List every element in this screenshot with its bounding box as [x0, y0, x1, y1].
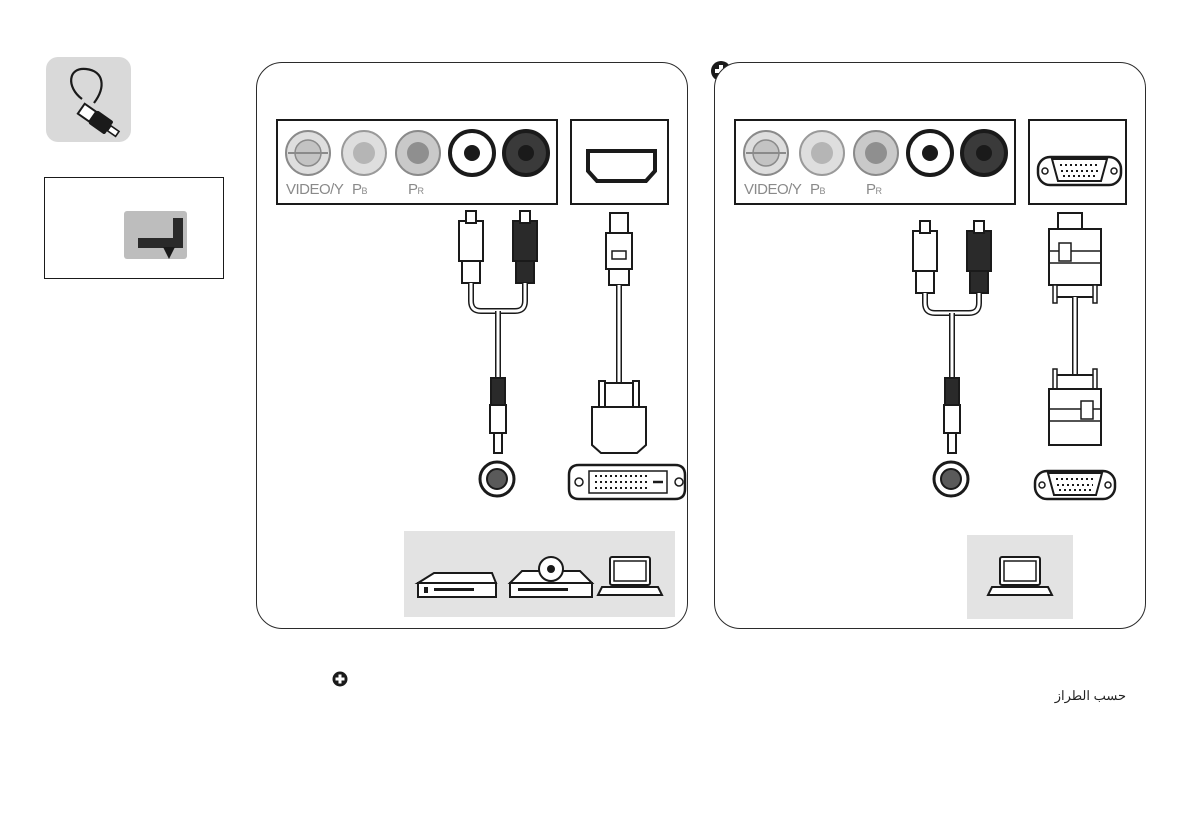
set-top-box-icon [418, 573, 496, 597]
panel-component-dvi: VIDEO/Y PB PR [256, 62, 688, 629]
dvd-player-icon [510, 557, 592, 597]
dvi-plug [592, 381, 646, 453]
rca-black-plug-2 [967, 221, 991, 293]
laptop-icon [598, 557, 662, 595]
vga-plug-bottom [1049, 369, 1101, 445]
mini-jack-plug [490, 378, 506, 453]
rca-white-plug-2 [913, 221, 937, 293]
hdmi-plug [606, 213, 632, 285]
dvi-port-icon [569, 465, 685, 499]
audio-in-jack-icon-2 [934, 462, 968, 496]
vga-port-icon-2 [1035, 471, 1115, 499]
devices-strip-2 [967, 535, 1073, 619]
model-note: حسب الطراز [1055, 688, 1126, 704]
rca-black-plug [513, 211, 537, 283]
rca-white-plug [459, 211, 483, 283]
panel-component-rgb: VIDEO/Y PB PR [714, 62, 1146, 629]
mini-jack-plug-2 [944, 378, 960, 453]
port-location-icon [44, 177, 224, 279]
vga-plug-top [1049, 213, 1101, 303]
cable-icon [46, 57, 131, 142]
devices-strip [404, 531, 675, 617]
audio-in-jack-icon [480, 462, 514, 496]
plus-circle-icon-footer [332, 671, 348, 687]
laptop-icon-2 [988, 557, 1052, 595]
